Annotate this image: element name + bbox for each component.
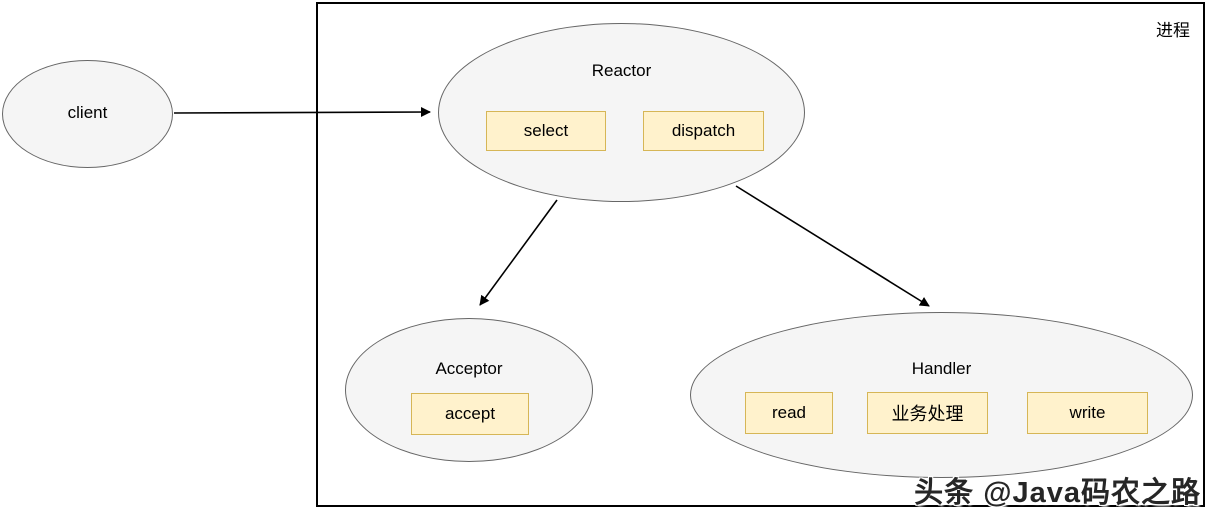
client-node-label: client	[67, 103, 108, 122]
watermark-text: 头条 @Java码农之路	[914, 477, 1201, 509]
process-label: 进程	[1156, 21, 1190, 40]
acceptor-node-label: Acceptor	[435, 359, 503, 378]
dispatch-box: dispatch	[643, 111, 764, 151]
acceptor-node	[345, 318, 593, 462]
business-process-box: 业务处理	[867, 392, 988, 434]
accept-box: accept	[411, 393, 529, 435]
process-boundary-box: 进程	[316, 2, 1205, 507]
reactor-node-label: Reactor	[591, 61, 652, 80]
read-box: read	[745, 392, 833, 434]
client-node	[2, 60, 173, 168]
write-box: write	[1027, 392, 1148, 434]
handler-node-label: Handler	[911, 359, 972, 378]
select-box: select	[486, 111, 606, 151]
